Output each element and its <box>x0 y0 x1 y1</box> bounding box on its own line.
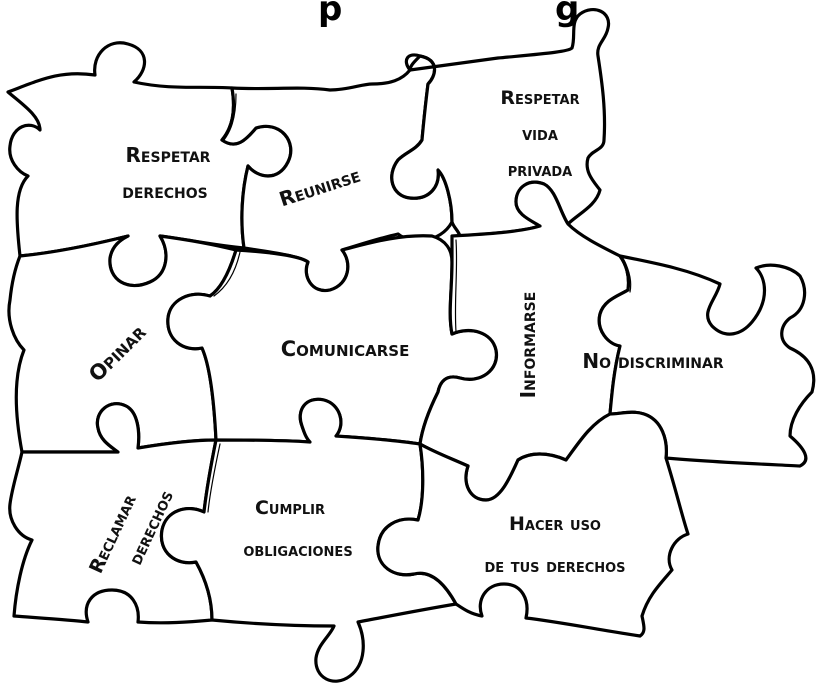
label-no-discriminar: No discriminar <box>582 349 723 373</box>
label-line: privada <box>508 159 572 181</box>
label-line: Respetar <box>500 87 579 109</box>
title-fragment-left: p <box>318 0 342 29</box>
label-comunicarse: Comunicarse <box>281 337 410 361</box>
label-line: Informarse <box>516 292 540 399</box>
label-line: Respetar <box>126 143 211 167</box>
label-line: de tus derechos <box>484 555 625 577</box>
label-line: Hacer uso <box>509 513 601 535</box>
label-line: derechos <box>122 179 208 203</box>
label-line: obligaciones <box>243 539 352 561</box>
label-line: Comunicarse <box>281 337 410 361</box>
label-line: Cumplir <box>255 497 325 519</box>
label-informarse: Informarse <box>516 292 540 399</box>
label-line: No discriminar <box>582 349 723 373</box>
label-line: vida <box>522 123 558 145</box>
